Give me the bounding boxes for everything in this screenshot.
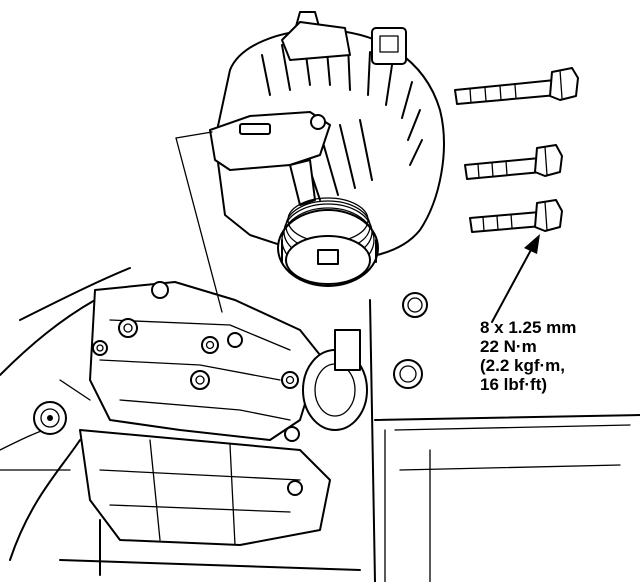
torque-lbfft-label: 16 lbf·ft) xyxy=(480,375,548,394)
engine-block xyxy=(0,267,640,582)
torque-spec-callout: 8 x 1.25 mm 22 N·m (2.2 kgf·m, 16 lbf·ft… xyxy=(480,318,576,394)
bolt-lower xyxy=(469,199,563,233)
alternator xyxy=(175,11,445,313)
mounting-bolts xyxy=(454,67,579,233)
bolt-size-label: 8 x 1.25 mm xyxy=(480,318,577,337)
bolt-upper xyxy=(454,67,579,105)
torque-nm-label: 22 N·m xyxy=(480,337,537,356)
callout-arrow xyxy=(491,234,540,323)
torque-kgfm-label: (2.2 kgf·m, xyxy=(480,356,566,375)
bolt-middle xyxy=(464,144,563,180)
